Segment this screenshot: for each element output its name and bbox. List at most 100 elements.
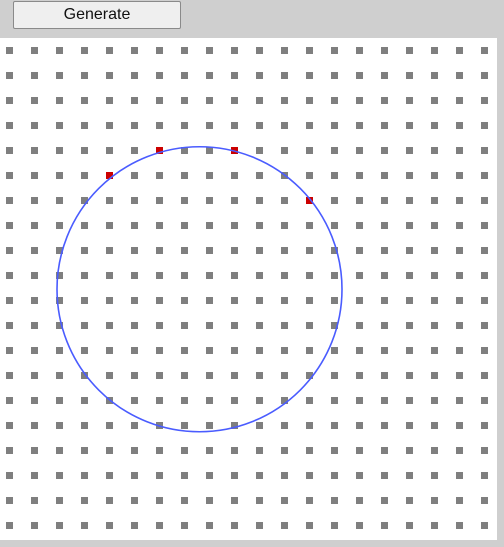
grid-dot [431, 272, 438, 279]
grid-dot [131, 272, 138, 279]
grid-dot [206, 197, 213, 204]
grid-dot [356, 222, 363, 229]
grid-dot [156, 247, 163, 254]
grid-dot [356, 197, 363, 204]
grid-dot [406, 397, 413, 404]
grid-dot [431, 297, 438, 304]
grid-dot [6, 172, 13, 179]
grid-dot [381, 447, 388, 454]
grid-dot [81, 97, 88, 104]
grid-dot [356, 97, 363, 104]
grid-dot [56, 297, 63, 304]
grid-dot [6, 297, 13, 304]
grid-dot [281, 122, 288, 129]
grid-dot [281, 97, 288, 104]
grid-dot [331, 372, 338, 379]
grid-dot [31, 72, 38, 79]
grid-dot [131, 372, 138, 379]
grid-dot [56, 97, 63, 104]
grid-dot [481, 97, 488, 104]
grid-dot [256, 172, 263, 179]
grid-dot [456, 397, 463, 404]
grid-dot [281, 372, 288, 379]
grid-dot [131, 422, 138, 429]
grid-dot [456, 272, 463, 279]
grid-dot [381, 297, 388, 304]
grid-dot [6, 97, 13, 104]
grid-dot [456, 322, 463, 329]
grid-dot [106, 522, 113, 529]
grid-dot [56, 47, 63, 54]
grid-dot [81, 297, 88, 304]
grid-dot [381, 322, 388, 329]
grid-dot [381, 247, 388, 254]
grid-dot [306, 322, 313, 329]
grid-dot [6, 422, 13, 429]
grid-dot [181, 122, 188, 129]
grid-dot [31, 197, 38, 204]
generate-button[interactable]: Generate [13, 1, 181, 29]
grid-dot [256, 272, 263, 279]
grid-dot [331, 472, 338, 479]
grid-dot [181, 397, 188, 404]
grid-dot [6, 372, 13, 379]
grid-dot [331, 297, 338, 304]
grid-dot [406, 122, 413, 129]
grid-dot [481, 272, 488, 279]
grid-dot [206, 322, 213, 329]
grid-dot [81, 347, 88, 354]
grid-dot [256, 472, 263, 479]
grid-dot [31, 422, 38, 429]
grid-dot [231, 472, 238, 479]
grid-dot [31, 47, 38, 54]
grid-dot [331, 247, 338, 254]
grid-dot [256, 447, 263, 454]
grid-dot [306, 297, 313, 304]
grid-dot [231, 222, 238, 229]
grid-dot [181, 72, 188, 79]
grid-dot [156, 372, 163, 379]
grid-dot [431, 372, 438, 379]
grid-dot [206, 97, 213, 104]
grid-dot [256, 247, 263, 254]
grid-dot [106, 97, 113, 104]
grid-dot [331, 147, 338, 154]
grid-dot [456, 297, 463, 304]
grid-dot [206, 172, 213, 179]
grid-dot [106, 322, 113, 329]
grid-dot [356, 372, 363, 379]
grid-dot [381, 472, 388, 479]
grid-dot [331, 272, 338, 279]
grid-dot [481, 497, 488, 504]
grid-dot [256, 322, 263, 329]
grid-dot [281, 147, 288, 154]
grid-dot [306, 472, 313, 479]
grid-dot [106, 147, 113, 154]
grid-dot [381, 397, 388, 404]
grid-dot [306, 122, 313, 129]
grid-dot [56, 522, 63, 529]
grid-dot [381, 422, 388, 429]
grid-dot [456, 422, 463, 429]
grid-dot [131, 47, 138, 54]
grid-dot [56, 497, 63, 504]
drawing-canvas[interactable] [0, 38, 497, 540]
drawn-circle [56, 145, 343, 433]
grid-dot [306, 272, 313, 279]
grid-dot [6, 347, 13, 354]
grid-dot [306, 147, 313, 154]
grid-dot [306, 397, 313, 404]
grid-dot [331, 422, 338, 429]
grid-dot [406, 197, 413, 204]
grid-dot [406, 172, 413, 179]
grid-dot [131, 122, 138, 129]
grid-dot [106, 272, 113, 279]
grid-dot [156, 47, 163, 54]
grid-dot [56, 397, 63, 404]
grid-dot [381, 197, 388, 204]
grid-dot [331, 172, 338, 179]
grid-dot [256, 72, 263, 79]
grid-dot [456, 122, 463, 129]
grid-dot [256, 397, 263, 404]
grid-dot [181, 172, 188, 179]
